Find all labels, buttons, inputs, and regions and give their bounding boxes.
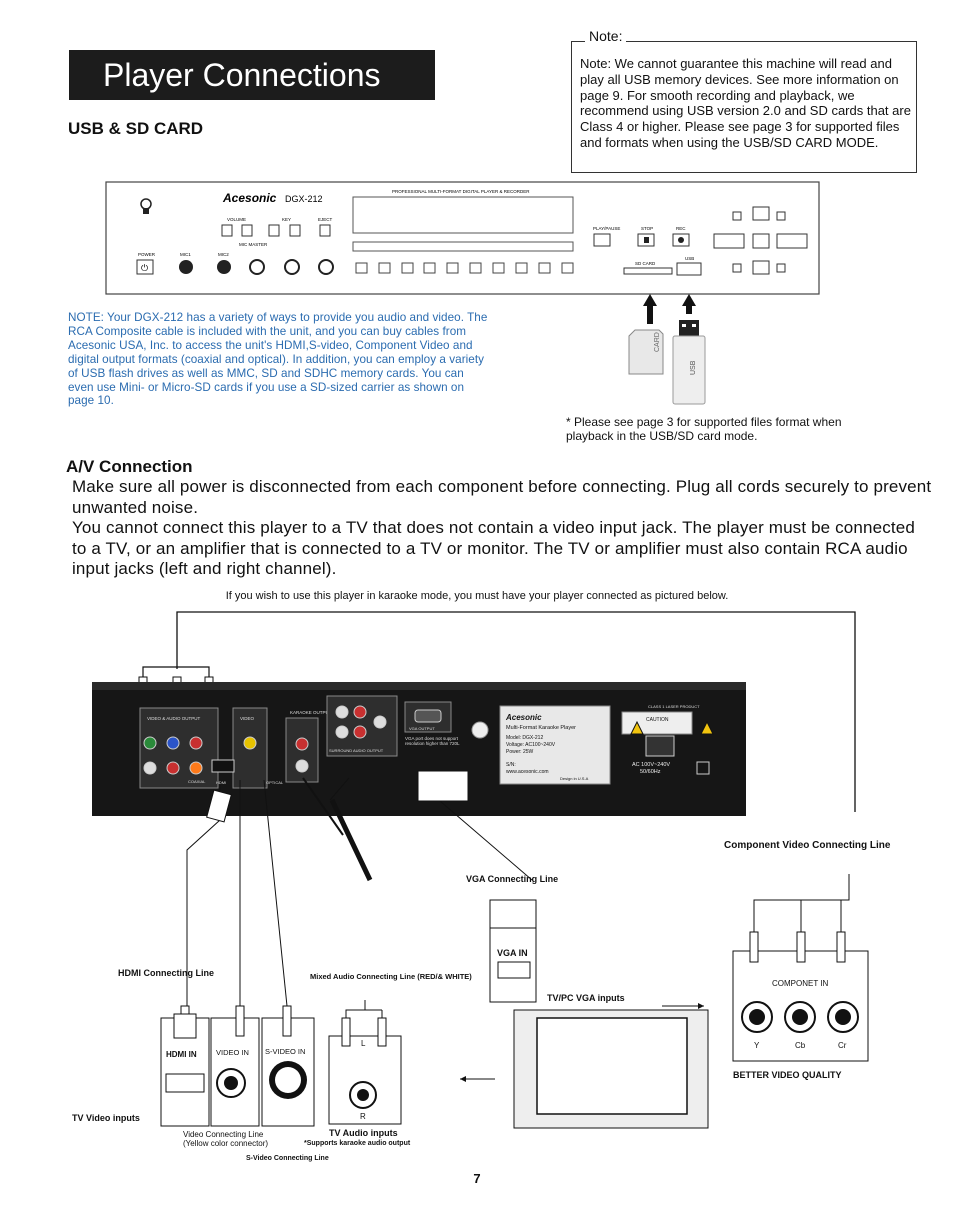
tv-screen (536, 1017, 688, 1115)
svideo-line-label: S-Video Connecting Line (246, 1155, 329, 1162)
label-coaxial: COAXIAL (188, 779, 206, 784)
back-caution: CAUTION (646, 717, 669, 723)
front-rec: REC (676, 226, 686, 231)
svg-text:CARD: CARD (654, 332, 661, 352)
back-design: Design in U.S.A (560, 776, 589, 781)
video-line-label: Video Connecting Line (183, 1130, 264, 1139)
back-sn: S/N: (506, 762, 516, 768)
note-text: Note: We cannot guarantee this machine w… (580, 56, 911, 150)
front-volume: VOLUME (227, 217, 246, 222)
back-website: www.acesonic.com (506, 769, 549, 775)
sd-card-icon: CARD (628, 329, 664, 375)
hdmi-in-label: HDMI IN (166, 1050, 197, 1059)
label-video: VIDEO (240, 716, 255, 721)
power-icon: ⏻ (141, 263, 148, 273)
power-socket-icon (645, 735, 675, 757)
av-paragraph-2: You cannot connect this player to a TV t… (72, 518, 915, 578)
note-box (571, 41, 917, 173)
front-mic-master: MIC MASTER (239, 242, 268, 247)
label-vga-output: VGA OUTPUT (409, 726, 435, 731)
back-hz: 50/60Hz (640, 769, 661, 775)
connection-diagram: VIDEO & AUDIO OUTPUT COAXIAL VIDEO HDMI … (92, 611, 869, 1129)
cr-label: Cr (838, 1041, 847, 1050)
warning-icon (630, 720, 644, 735)
back-laser: CLASS 1 LASER PRODUCT (648, 704, 700, 709)
label-optical: OPTICAL (266, 780, 284, 785)
componet-in-label: COMPONET IN (772, 979, 829, 988)
yellow-connector-label: (Yellow color connector) (183, 1139, 269, 1148)
vga-in-label: VGA IN (497, 948, 528, 958)
front-play-pause: PLAY/PAUSE (593, 226, 620, 231)
tv-pc-vga-label: TV/PC VGA inputs (547, 993, 625, 1003)
note-legend: Note: (585, 28, 627, 44)
back-voltage: Voltage: AC100~240V (506, 742, 556, 748)
label-karaoke-output: KARAOKE OUTPUT (290, 710, 332, 715)
headphone-icon (140, 198, 152, 214)
back-model: Model: DGX-212 (506, 735, 543, 741)
front-eject: EJECT (318, 217, 333, 222)
front-brand: Acesonic (222, 191, 277, 205)
cb-label: Cb (795, 1041, 806, 1050)
left-label: L (361, 1039, 366, 1048)
usb-drive-icon: USB (672, 320, 706, 405)
component-line-label: Component Video Connecting Line (724, 840, 891, 851)
front-key: KEY (282, 217, 291, 222)
usb-sd-heading: USB & SD CARD (68, 119, 204, 138)
back-brand: Acesonic (505, 713, 542, 722)
front-banner: PROFESSIONAL MULTI-FORMAT DIGITAL PLAYER… (392, 189, 530, 194)
svideo-in-label: S-VIDEO IN (265, 1047, 306, 1056)
back-power: Power: 25W (506, 749, 534, 755)
vga-note: VGA port does not support resolution hig… (405, 736, 460, 746)
front-usb: USB (685, 256, 694, 261)
video-in-label: VIDEO IN (216, 1048, 249, 1057)
blue-note: NOTE: Your DGX-212 has a variety of ways… (68, 311, 488, 408)
back-product: Multi-Format Karaoke Player (506, 725, 576, 731)
label-video-audio-output: VIDEO & AUDIO OUTPUT (147, 716, 201, 721)
front-mic1: MIC1 (180, 252, 191, 257)
av-paragraph-1: Make sure all power is disconnected from… (72, 477, 932, 517)
tv-audio-inputs-label: TV Audio inputs (329, 1128, 398, 1138)
front-power: POWER (138, 252, 156, 257)
right-label: R (360, 1112, 366, 1121)
label-hdmi: HDMI (216, 780, 226, 785)
page-title: Player Connections (69, 50, 435, 100)
page-number: 7 (473, 1171, 481, 1186)
svg-text:USB: USB (690, 360, 697, 375)
front-panel-illustration: Acesonic DGX-212 PROFESSIONAL MULTI-FORM… (105, 181, 820, 295)
karaoke-note: If you wish to use this player in karaok… (225, 590, 729, 602)
arrow-up-icon (643, 294, 657, 324)
y-label: Y (754, 1041, 760, 1050)
hdmi-line-label: HDMI Connecting Line (118, 968, 214, 978)
supports-karaoke-label: *Supports karaoke audio output (304, 1140, 411, 1147)
arrow-up-icon (682, 294, 696, 314)
back-ac: AC 100V~240V (632, 762, 670, 768)
front-mic2: MIC2 (218, 252, 229, 257)
better-quality-label: BETTER VIDEO QUALITY (733, 1070, 842, 1080)
warning-icon (700, 720, 714, 735)
label-surround: SURROUND AUDIO OUTPUT (329, 748, 384, 753)
tv-video-inputs-label: TV Video inputs (72, 1113, 140, 1123)
mixed-audio-line-label: Mixed Audio Connecting Line (RED/& WHITE… (310, 972, 472, 981)
foot-note: * Please see page 3 for supported files … (566, 415, 842, 443)
front-sd-card: SD CARD (635, 261, 656, 266)
sd-usb-illustration: CARD USB (628, 294, 706, 405)
vga-line-label: VGA Connecting Line (466, 874, 559, 884)
front-model: DGX-212 (285, 194, 323, 204)
front-stop: STOP (641, 226, 653, 231)
av-heading: A/V Connection (66, 457, 193, 476)
av-body: Make sure all power is disconnected from… (72, 477, 932, 580)
